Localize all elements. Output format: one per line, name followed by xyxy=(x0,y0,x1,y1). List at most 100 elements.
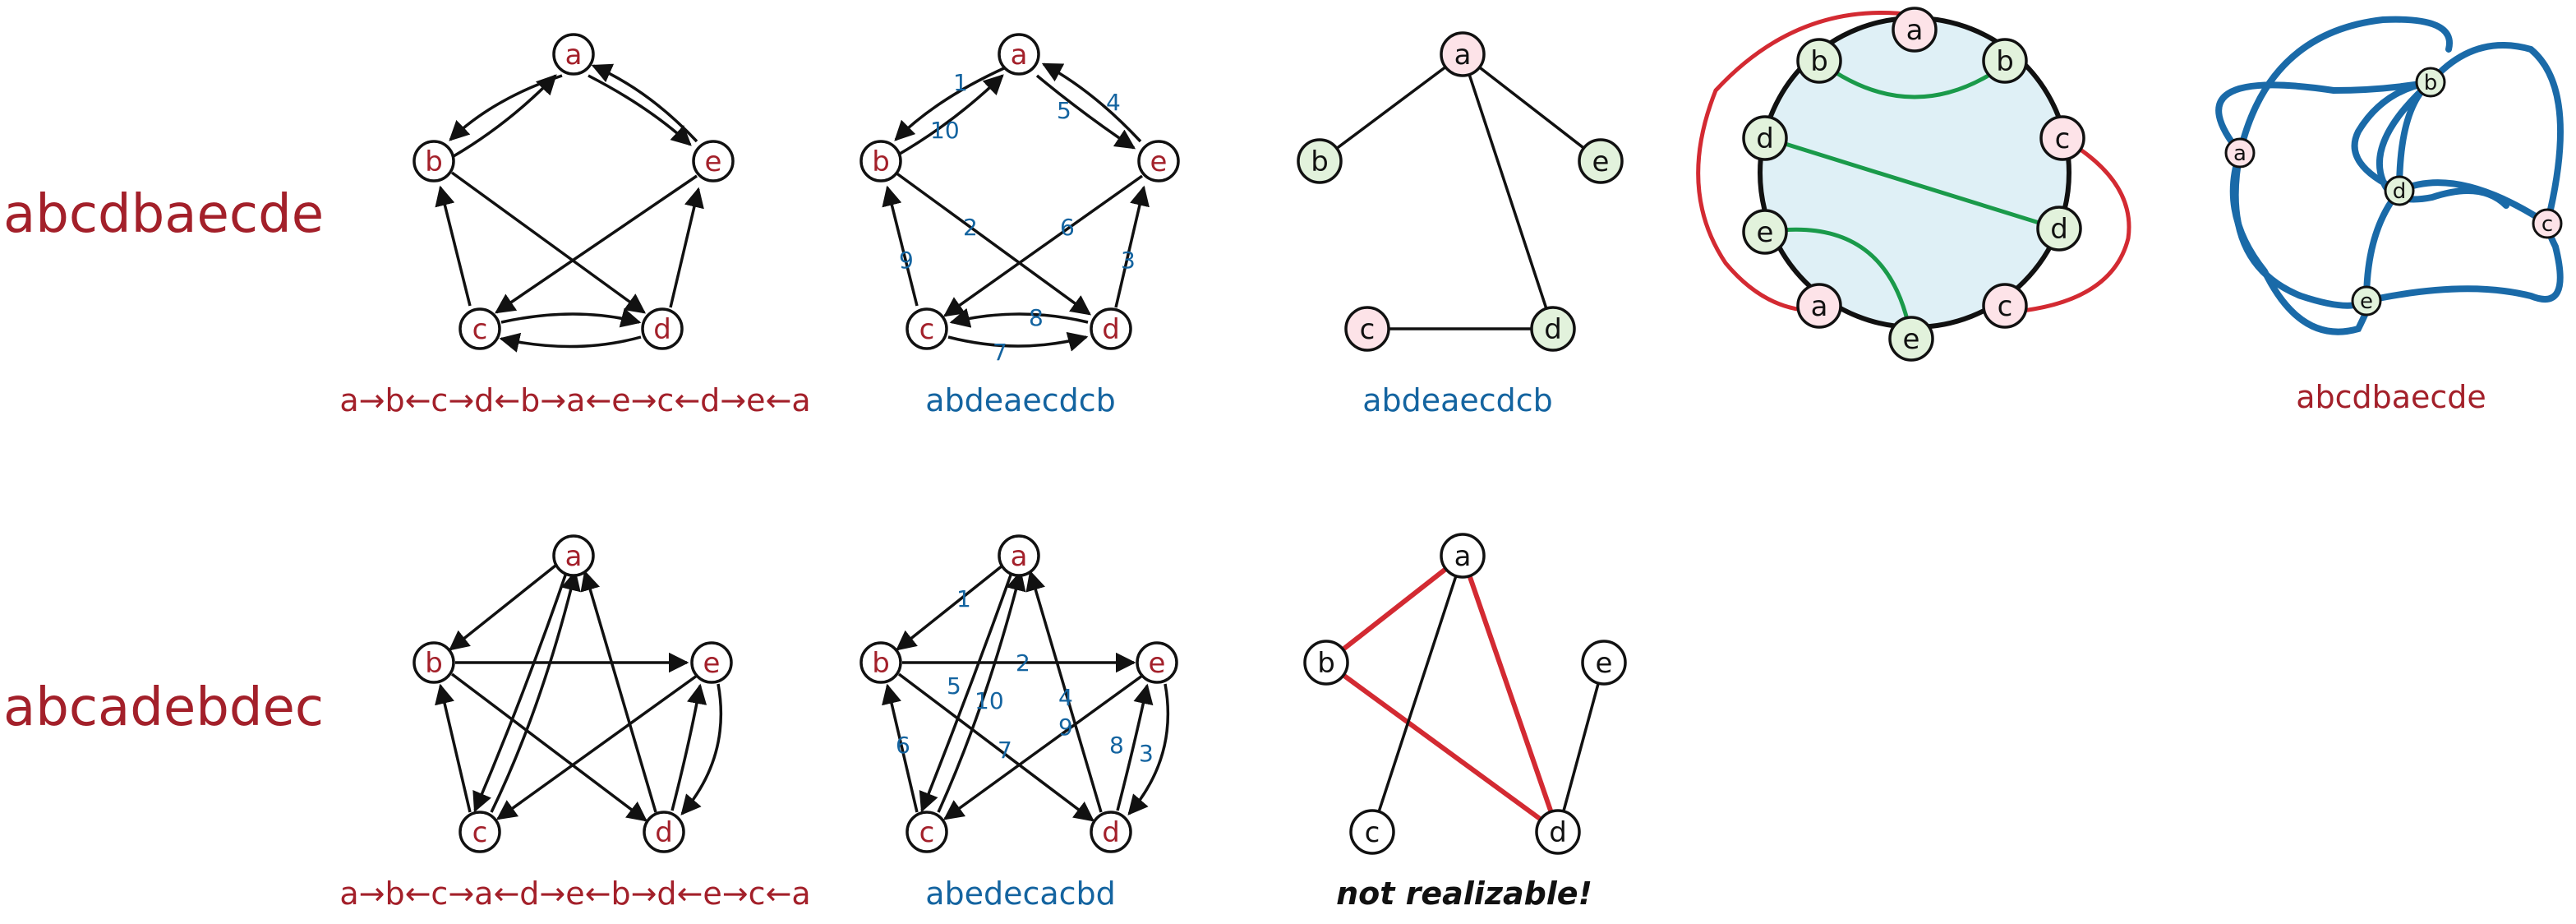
node-c-label: c xyxy=(472,313,488,346)
red-edge-a-b xyxy=(1325,553,1464,665)
svg-text:c: c xyxy=(2541,212,2553,237)
red-edge-a-d xyxy=(1460,555,1560,833)
node-a: a xyxy=(552,33,595,76)
edge-c-b xyxy=(435,683,472,813)
edge-a-c xyxy=(1371,555,1464,833)
svg-text:b: b xyxy=(1317,647,1335,680)
knot-node-d: d xyxy=(2384,175,2415,206)
chord-d-d xyxy=(1766,136,2058,231)
edge-6 xyxy=(882,683,919,813)
node-e: e xyxy=(1581,640,1627,686)
knot-node-b: b xyxy=(2415,67,2446,98)
edge-d-a xyxy=(580,570,657,813)
node-d: d xyxy=(643,811,685,853)
node-b-label: b xyxy=(1311,146,1329,178)
svg-text:e: e xyxy=(1596,647,1613,680)
svg-text:e: e xyxy=(1149,647,1166,680)
edge-2-8 xyxy=(949,307,1089,328)
graph-row2-3: a b e c d not realizable! xyxy=(1303,533,1627,912)
graph-3: a b e c d abdeaecdcb xyxy=(1297,31,1624,418)
svg-text:b: b xyxy=(872,647,890,680)
node-e: e xyxy=(1578,138,1624,184)
edge-b-a xyxy=(453,74,557,158)
edge-d-e xyxy=(1556,662,1606,833)
ring-node: c xyxy=(2039,115,2085,161)
edge-label: 2 xyxy=(963,214,978,241)
node-d-label: d xyxy=(1544,313,1562,346)
ring-node: e xyxy=(1742,209,1788,255)
edge-a-e xyxy=(588,74,692,146)
svg-text:d: d xyxy=(655,816,673,849)
arrow-sequence-2: a→b←c→a←d→e←b→d←e→c←a xyxy=(339,875,810,912)
ring-node: a xyxy=(1796,283,1842,329)
row2-word: abcadebdec xyxy=(3,677,324,738)
knot-node-a: a xyxy=(2224,137,2256,169)
node-b: b xyxy=(859,140,902,182)
edge-label: 5 xyxy=(947,672,961,700)
edge-label: 10 xyxy=(975,687,1004,714)
edge-2-4 xyxy=(1041,62,1142,143)
svg-text:e: e xyxy=(703,647,721,680)
svg-text:c: c xyxy=(1998,290,2013,323)
edge-2-10 xyxy=(895,74,1004,158)
row1-word: abcdbaecde xyxy=(3,184,324,245)
svg-text:c: c xyxy=(472,816,488,849)
edge-d-c xyxy=(499,332,642,353)
ring-node: e xyxy=(1888,316,1934,362)
knot-drawing: a b c d e abcdbaecde xyxy=(2215,16,2564,415)
edge-label: 6 xyxy=(896,732,910,759)
node-e-label: e xyxy=(1592,146,1610,178)
chord-e-e xyxy=(1766,227,1914,340)
node-d-label: d xyxy=(1102,313,1120,346)
node-c-label: c xyxy=(919,313,935,346)
knot-caption: abcdbaecde xyxy=(2296,379,2486,415)
node-d-label: d xyxy=(653,313,671,346)
edge-4 xyxy=(943,674,1144,820)
svg-text:a: a xyxy=(2233,141,2247,166)
node-e: e xyxy=(692,140,735,182)
svg-text:c: c xyxy=(2055,122,2071,155)
not-realizable-caption: not realizable! xyxy=(1336,875,1592,912)
outer-arc-right xyxy=(2006,136,2131,315)
ring-node: c xyxy=(1982,283,2028,329)
node-b: b xyxy=(859,641,902,684)
svg-text:d: d xyxy=(2050,213,2068,246)
graph-2: 1 10 5 4 2 6 9 3 8 7 a b e c d abdeaecdc… xyxy=(859,33,1180,418)
svg-text:d: d xyxy=(1756,122,1774,155)
svg-text:b: b xyxy=(1810,45,1828,78)
edge-a-c xyxy=(472,570,569,813)
edge-label: 1 xyxy=(953,69,968,96)
svg-text:a: a xyxy=(1906,14,1924,47)
node-e-label: e xyxy=(705,146,722,178)
edge-label: 4 xyxy=(1106,89,1121,116)
edge-2-2 xyxy=(894,171,1091,316)
node-e: e xyxy=(1136,641,1178,684)
edge-label: 7 xyxy=(993,339,1007,366)
edge-d-e xyxy=(669,187,704,308)
edge-c-a xyxy=(490,570,581,813)
node-b-label: b xyxy=(425,146,443,178)
node-b: b xyxy=(1297,138,1343,184)
edge-d-e xyxy=(670,683,707,811)
svg-text:e: e xyxy=(1757,216,1774,249)
edge-label: 10 xyxy=(930,117,960,144)
node-c: c xyxy=(906,307,948,350)
edge-label: 5 xyxy=(1057,97,1071,124)
svg-text:a: a xyxy=(1011,540,1028,573)
node-d: d xyxy=(1090,307,1132,350)
svg-text:b: b xyxy=(425,647,443,680)
edge-label: 8 xyxy=(1109,732,1124,759)
tree-sequence-1: abdeaecdcb xyxy=(1362,382,1553,418)
edge-label: 3 xyxy=(1121,247,1136,274)
edge-a-b xyxy=(449,564,557,651)
edge-9 xyxy=(1025,570,1103,813)
node-a: a xyxy=(998,33,1040,76)
node-a: a xyxy=(998,534,1040,577)
node-c: c xyxy=(1344,306,1390,352)
svg-text:a: a xyxy=(1811,290,1828,323)
node-a: a xyxy=(1440,31,1486,77)
node-a: a xyxy=(1440,533,1486,579)
node-d: d xyxy=(1530,306,1576,352)
node-b-label: b xyxy=(872,146,890,178)
edge-label: 3 xyxy=(1139,740,1154,767)
